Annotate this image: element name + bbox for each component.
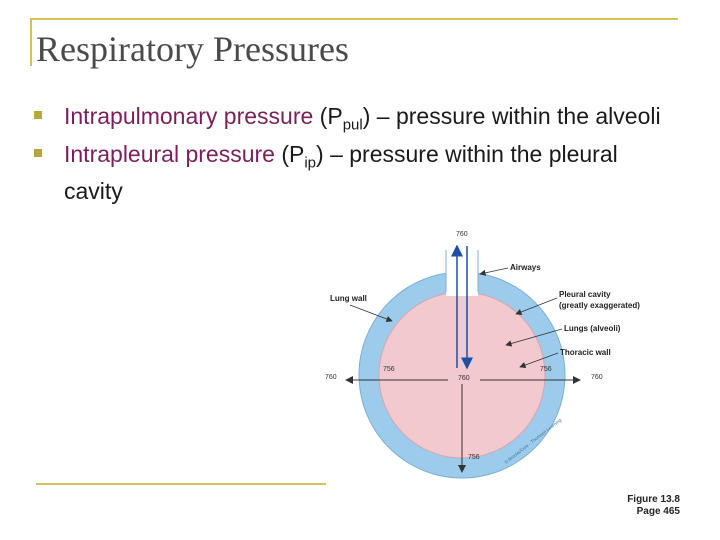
leader-airways xyxy=(479,267,509,276)
leader-lung-wall xyxy=(349,304,393,322)
value-left-outside: 760 xyxy=(325,374,337,381)
value-center: 760 xyxy=(458,375,470,382)
square-bullet-icon xyxy=(34,148,42,157)
label-pleural-cavity: Pleural cavity xyxy=(559,290,611,299)
slide-title: Respiratory Pressures xyxy=(36,29,349,69)
bullet-rest: ) – pressure within the pleural cavity xyxy=(64,140,618,205)
bullet-term: Intrapulmonary pressure xyxy=(64,103,314,129)
frame-left-line xyxy=(30,18,32,66)
bullet-subscript: ip xyxy=(304,154,317,172)
figure-page: Page 465 xyxy=(636,506,680,517)
bullet-intrapleural: Intrapleural pressure (Pip) – pressure w… xyxy=(30,140,680,207)
figure-caption: Figure 13.8 Page 465 xyxy=(627,494,680,518)
leader-thoracic-wall xyxy=(519,352,559,369)
value-left-inside: 756 xyxy=(383,366,395,373)
airway-channel xyxy=(446,250,478,296)
frame-top-line xyxy=(30,18,678,20)
label-airways: Airways xyxy=(510,263,541,272)
bullet-list: Intrapulmonary pressure (Ppul) – pressur… xyxy=(30,102,680,206)
label-thoracic-wall: Thoracic wall xyxy=(560,348,611,357)
value-right-inside: 756 xyxy=(540,366,552,373)
bullet-term: Intrapleural pressure xyxy=(64,140,275,167)
bullet-open: (P xyxy=(313,103,343,129)
frame-bottom-line xyxy=(36,483,326,485)
bullet-subscript: pul xyxy=(342,116,363,134)
bullet-open: (P xyxy=(274,140,305,167)
leader-pleural-cavity xyxy=(515,297,558,315)
bullet-rest: ) – pressure within the alveoli xyxy=(362,103,661,129)
leader-lungs xyxy=(505,328,563,347)
value-bottom: 756 xyxy=(468,454,480,461)
value-right-outside: 760 xyxy=(591,374,603,381)
bullet-intrapulmonary: Intrapulmonary pressure (Ppul) – pressur… xyxy=(30,102,680,140)
value-top: 760 xyxy=(456,231,468,238)
label-lung-wall: Lung wall xyxy=(330,294,367,303)
label-lungs: Lungs (alveoli) xyxy=(564,324,621,333)
label-pleural-cavity-note: (greatly exaggerated) xyxy=(559,301,640,310)
figure-number: Figure 13.8 xyxy=(627,494,680,505)
square-bullet-icon xyxy=(34,111,42,119)
